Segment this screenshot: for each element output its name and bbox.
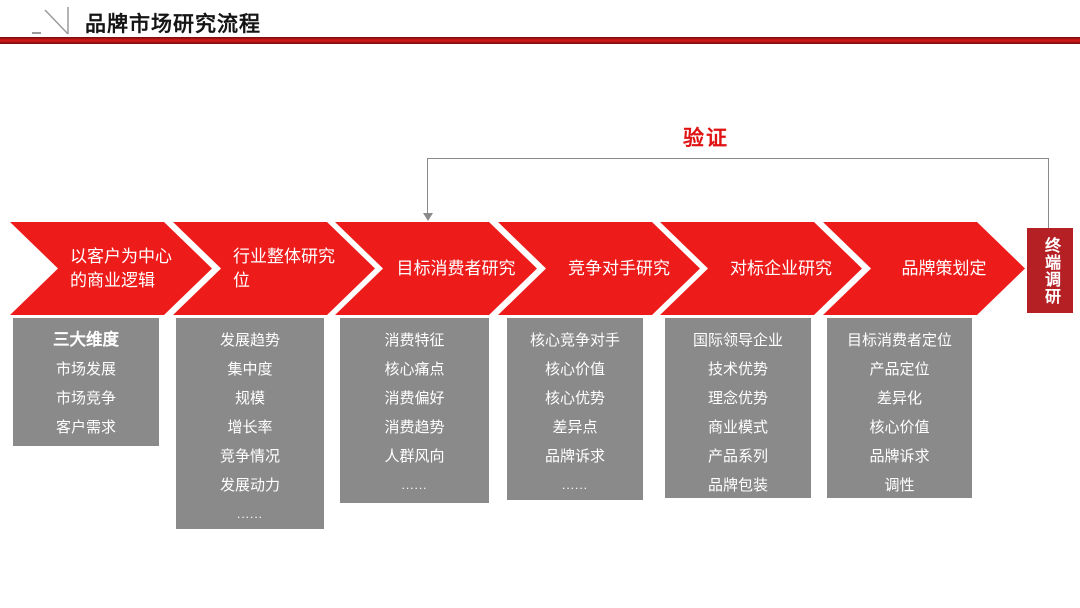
stage-chevron-customer-logic: 以客户为中心的商业逻辑	[10, 222, 212, 315]
stage-label: 目标消费者研究	[387, 222, 525, 315]
stage-details-competitor-research: 核心竞争对手核心价值核心优势差异点品牌诉求......	[507, 318, 643, 500]
stage-detail-item: 核心价值	[544, 361, 605, 378]
stage-detail-item: 核心竞争对手	[529, 332, 620, 349]
validation-connector-right	[1048, 158, 1049, 228]
stage-detail-item: 品牌诉求	[869, 448, 930, 465]
stage-chevron-benchmark-research: 对标企业研究	[660, 222, 862, 315]
stage-label-line: 以客户为中心	[70, 246, 172, 266]
validation-label: 验证	[683, 127, 729, 150]
stage-detail-item: 发展趋势	[219, 332, 280, 349]
stage-detail-item: 产品定位	[869, 361, 930, 378]
validation-connector-left	[427, 158, 428, 214]
stage-detail-item: 客户需求	[55, 419, 116, 436]
stage-label: 对标企业研究	[712, 222, 850, 315]
stage-details-brand-planning: 目标消费者定位产品定位差异化核心价值品牌诉求调性	[827, 318, 972, 498]
stage-label: 以客户为中心的商业逻辑	[62, 222, 200, 315]
stage-detail-item: 理念优势	[707, 390, 768, 407]
validation-arrowhead-icon	[423, 213, 433, 221]
stage-label-line: 位	[233, 270, 250, 290]
stage-label: 竞争对手研究	[550, 222, 688, 315]
validation-connector-line	[427, 158, 1048, 159]
ellipsis-row: ......	[401, 478, 428, 492]
stage-detail-item: 发展动力	[219, 477, 280, 494]
stage-chevron-industry-research: 行业整体研究位	[173, 222, 375, 315]
stage-detail-item: 品牌诉求	[544, 448, 605, 465]
stage-detail-item: 调性	[884, 477, 915, 494]
stage-detail-item: 国际领导企业	[692, 332, 783, 349]
company-logo-icon	[32, 7, 69, 35]
stage-detail-item: 商业模式	[707, 419, 768, 436]
page-title: 品牌市场研究流程	[85, 13, 261, 36]
stage-detail-item: 消费特征	[384, 332, 445, 349]
stage-label-line: 竞争对手研究	[568, 258, 670, 278]
stage-details-industry-research: 发展趋势集中度规模增长率竞争情况发展动力......	[176, 318, 324, 529]
stage-label-line: 对标企业研究	[730, 258, 832, 278]
stage-details-customer-logic: 三大维度市场发展市场竞争客户需求	[13, 318, 159, 446]
stage-chevron-brand-planning: 品牌策划定	[823, 222, 1025, 315]
stage-detail-item: 核心价值	[869, 419, 930, 436]
stage-label-line: 行业整体研究	[233, 246, 335, 266]
ellipsis-row: ......	[561, 478, 588, 492]
stage-detail-item: 竞争情况	[219, 448, 280, 465]
stage-chevron-consumer-research: 目标消费者研究	[335, 222, 537, 315]
stage-detail-item: 产品系列	[707, 448, 768, 465]
stage-details-consumer-research: 消费特征核心痛点消费偏好消费趋势人群风向......	[340, 318, 489, 503]
stage-detail-item: 市场发展	[55, 361, 116, 378]
stage-detail-item: 规模	[234, 390, 265, 407]
ellipsis-row: ......	[236, 507, 263, 521]
stage-label: 品牌策划定	[875, 222, 1013, 315]
stage-label-line: 目标消费者研究	[396, 258, 516, 278]
stage-details-benchmark-research: 国际领导企业技术优势理念优势商业模式产品系列品牌包装	[665, 318, 811, 498]
stage-detail-item: 集中度	[227, 361, 273, 378]
stage-detail-item: 差异化	[876, 390, 922, 407]
stage-detail-item: 人群风向	[384, 448, 445, 465]
stage-detail-item: 差异点	[552, 419, 598, 436]
terminal-research-box: 终端调研	[1027, 228, 1073, 313]
stage-chevron-competitor-research: 竞争对手研究	[498, 222, 700, 315]
stage-label-line: 品牌策划定	[901, 258, 987, 278]
stage-detail-item: 目标消费者定位	[846, 332, 952, 349]
stage-detail-item: 消费偏好	[384, 390, 445, 407]
stage-detail-item: 市场竞争	[55, 390, 116, 407]
terminal-research-label: 终端调研	[1042, 236, 1059, 305]
stage-details-title: 三大维度	[53, 331, 119, 349]
header-divider	[0, 37, 1080, 44]
stage-detail-item: 技术优势	[707, 361, 768, 378]
stage-detail-item: 增长率	[227, 419, 273, 436]
stage-detail-item: 消费趋势	[384, 419, 445, 436]
stage-detail-item: 核心痛点	[384, 361, 445, 378]
stage-label-line: 的商业逻辑	[70, 270, 155, 290]
stage-label: 行业整体研究位	[225, 222, 363, 315]
stage-detail-item: 核心优势	[544, 390, 605, 407]
stage-detail-item: 品牌包装	[707, 477, 768, 494]
